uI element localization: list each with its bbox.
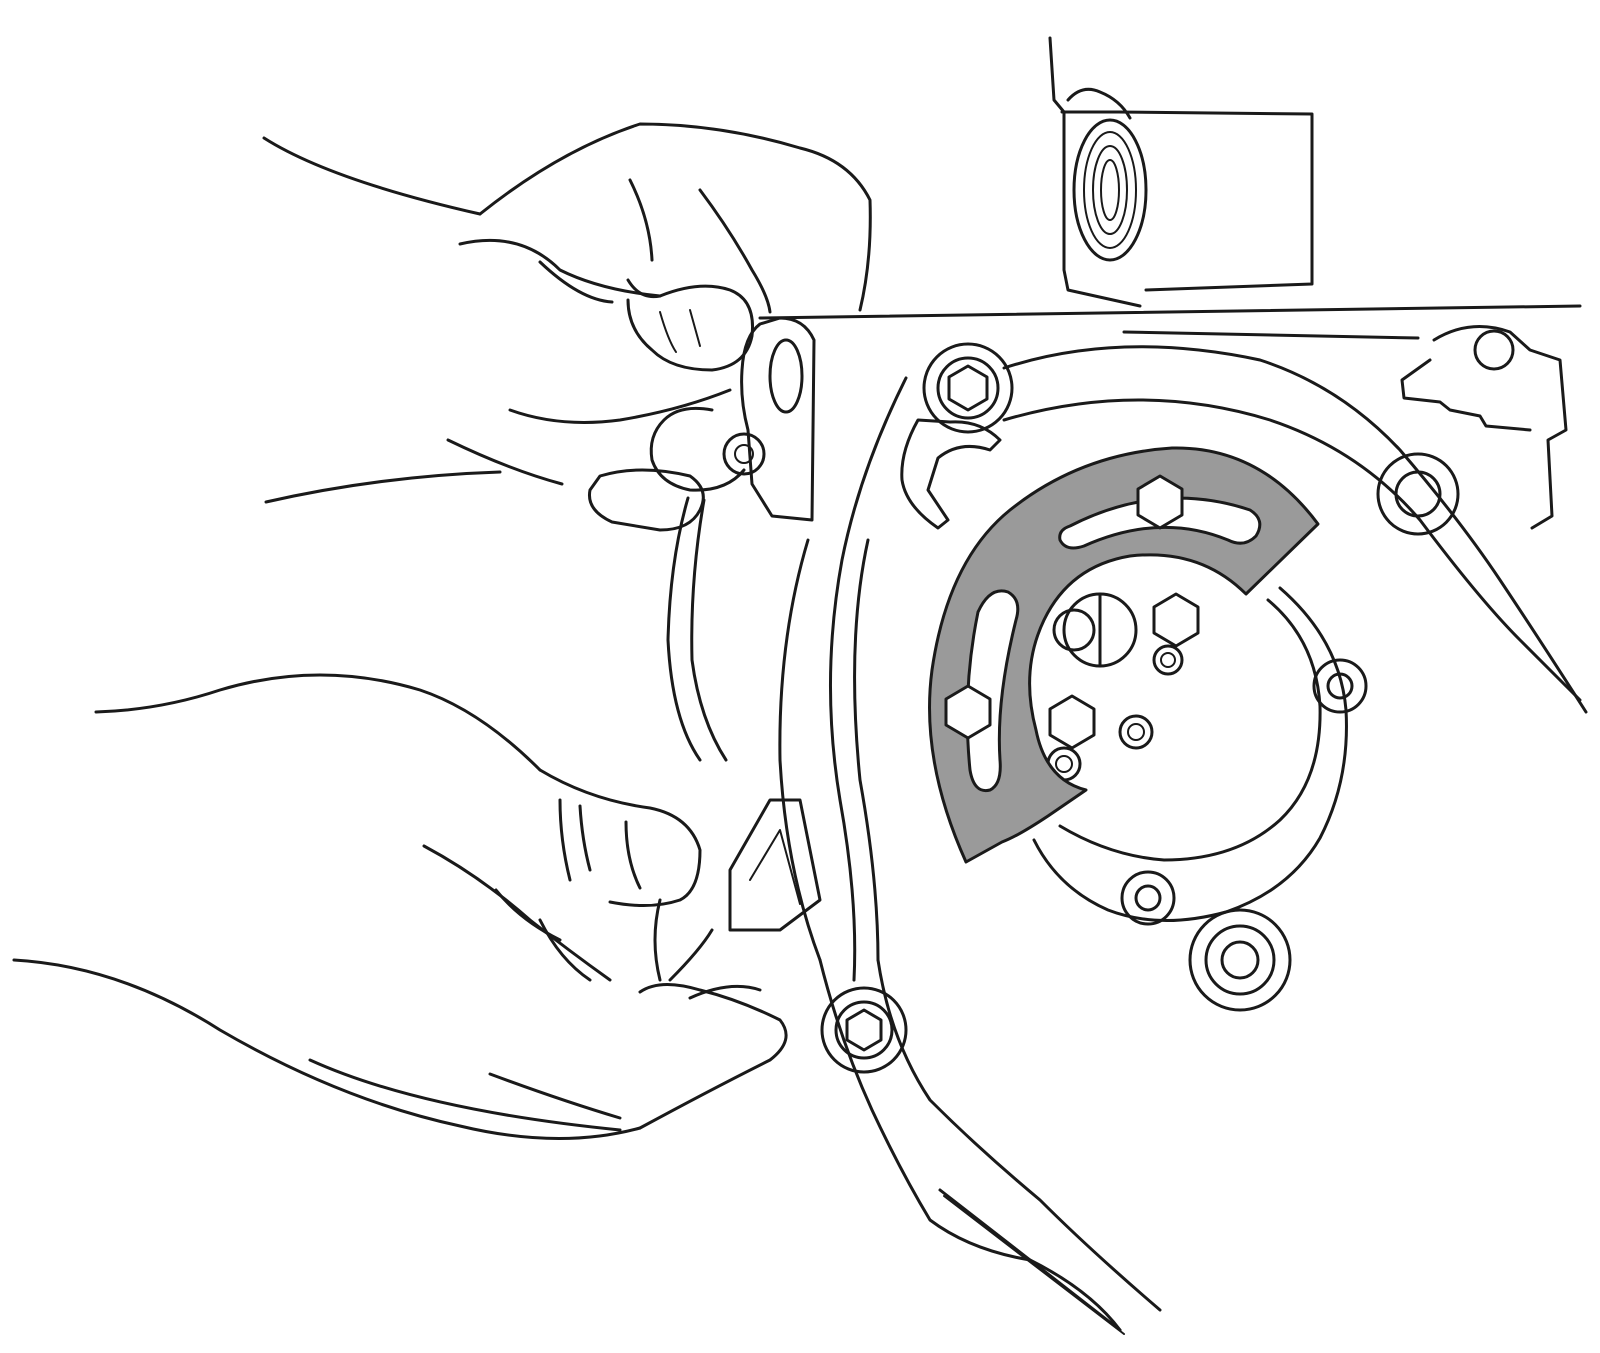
cover-bracket xyxy=(900,418,1002,530)
case-bolt-bosses xyxy=(820,342,1460,1074)
crank-flange xyxy=(1032,586,1368,926)
tool-body xyxy=(928,446,1320,864)
cover-lug xyxy=(649,316,816,762)
upper-hand xyxy=(262,122,872,532)
flywheel-holding-tool xyxy=(928,446,1320,864)
lower-hand xyxy=(12,673,822,1140)
engine-case xyxy=(758,304,1588,1335)
upper-bracket-block xyxy=(1048,36,1314,308)
